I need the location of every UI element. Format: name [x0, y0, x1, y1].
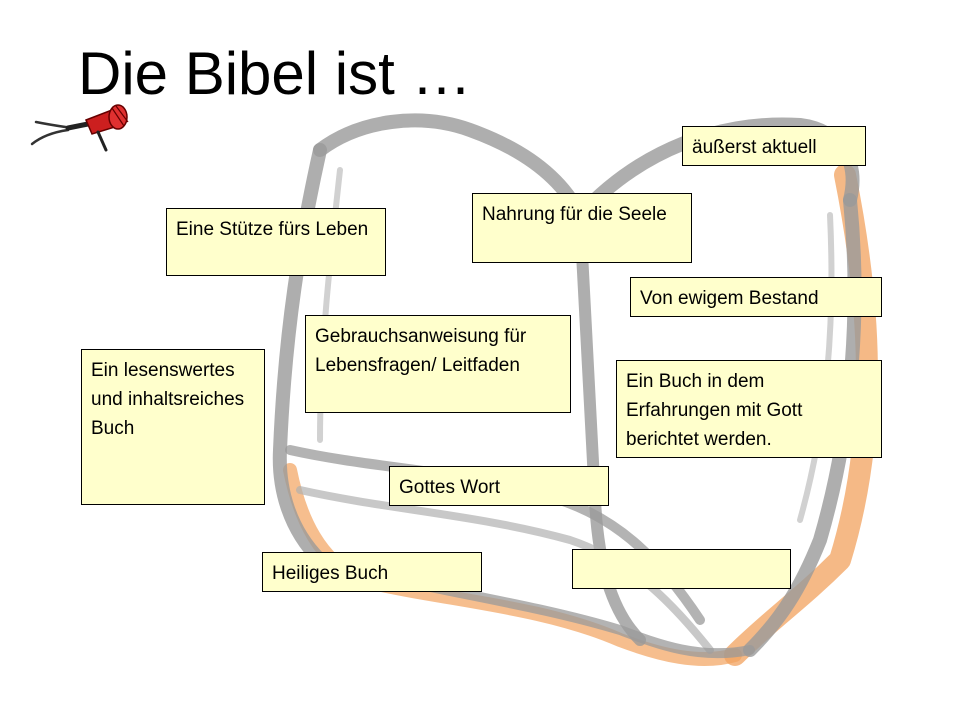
note-stuetze-fuers-leben: Eine Stütze fürs Leben: [166, 208, 386, 276]
note-aeusserst-aktuell: äußerst aktuell: [682, 126, 866, 166]
slide-title: Die Bibel ist …: [78, 40, 472, 107]
note-empty: [572, 549, 791, 589]
microphone-icon: [30, 104, 129, 152]
note-gebrauchsanweisung: Gebrauchsanweisung für Lebensfragen/ Lei…: [305, 315, 571, 413]
note-heiliges-buch: Heiliges Buch: [262, 552, 482, 592]
note-lesenswertes-buch: Ein lesenswertes und inhaltsreiches Buch: [81, 349, 265, 505]
note-von-ewigem-bestand: Von ewigem Bestand: [630, 277, 882, 317]
note-gottes-wort: Gottes Wort: [389, 466, 609, 506]
note-erfahrungen-mit-gott: Ein Buch in dem Erfahrungen mit Gott ber…: [616, 360, 882, 458]
note-nahrung-fuer-die-seele: Nahrung für die Seele: [472, 193, 692, 263]
